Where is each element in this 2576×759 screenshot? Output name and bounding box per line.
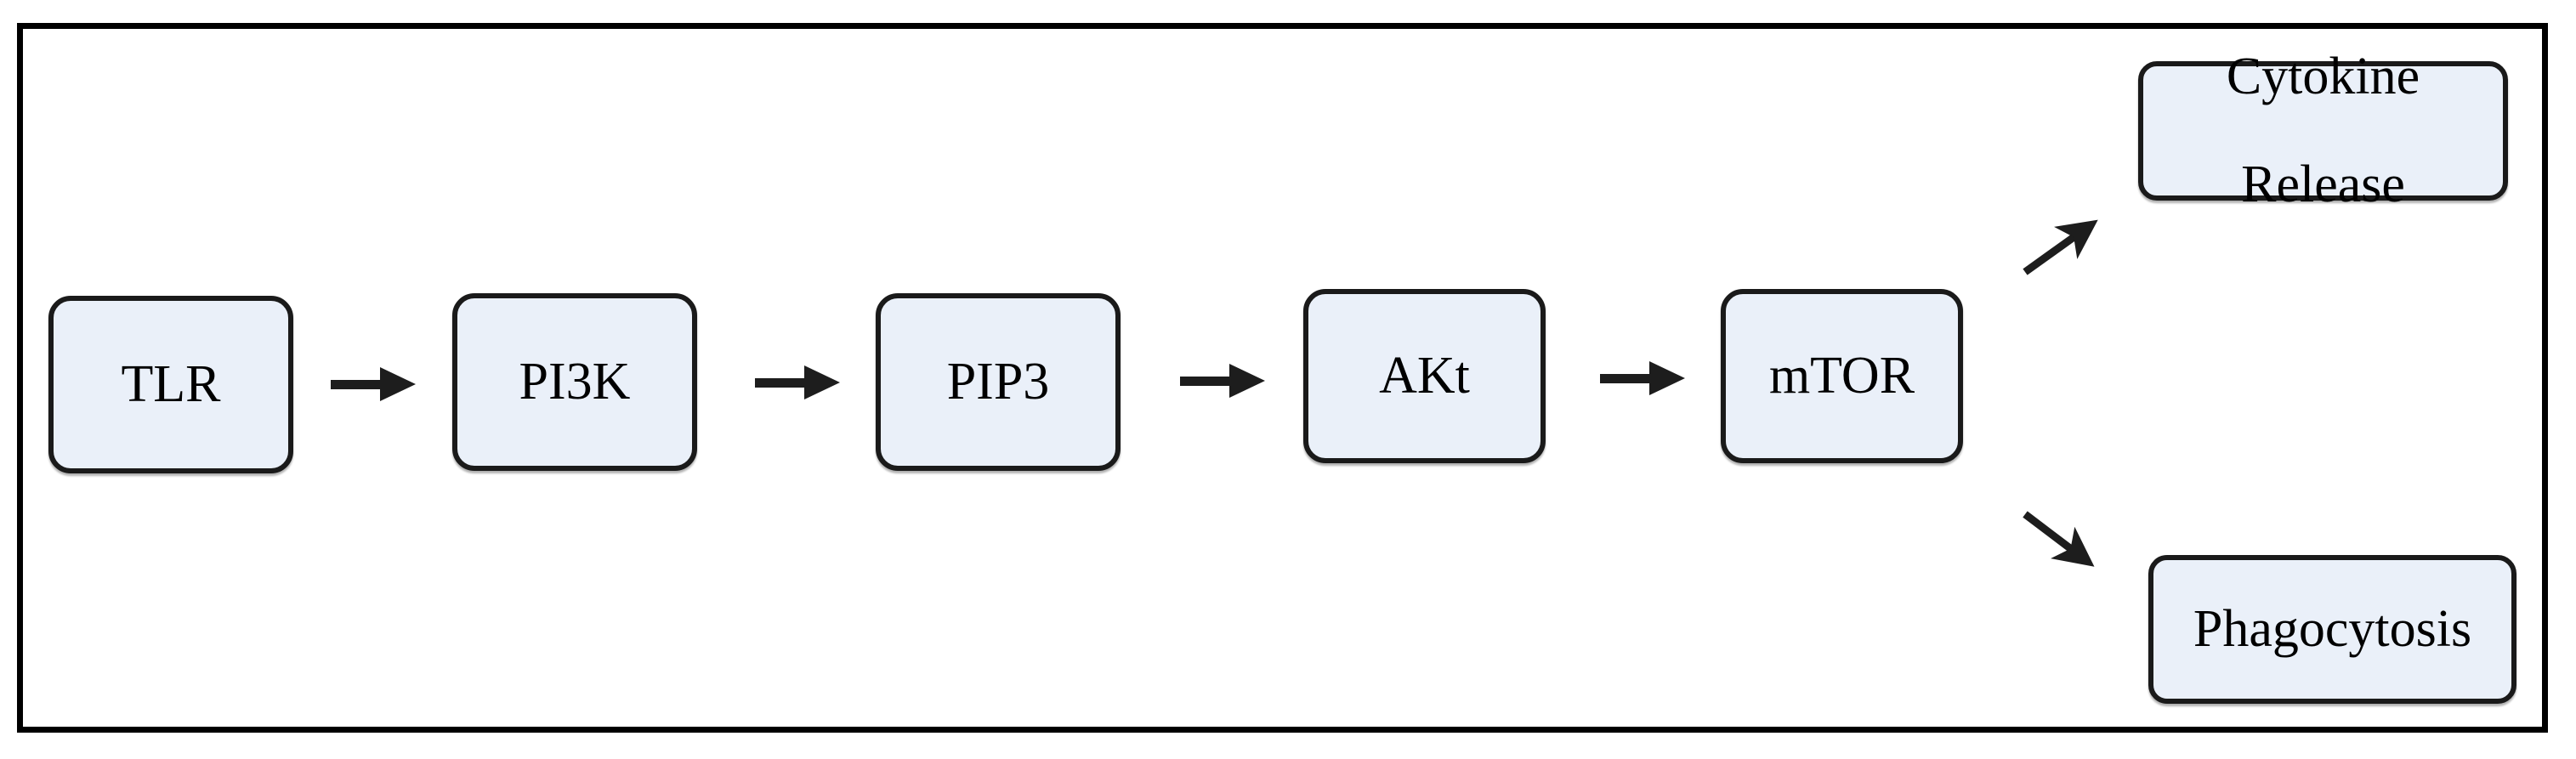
arrow-shaft — [755, 378, 808, 388]
node-tlr[interactable]: TLR — [48, 296, 293, 473]
arrow-pi3k-to-pip3 — [755, 365, 842, 399]
node-pip3[interactable]: PIP3 — [876, 293, 1121, 471]
node-mtor-label: mTOR — [1768, 346, 1915, 405]
arrow-akt-to-mtor — [1600, 361, 1687, 395]
node-cytokine-release-label-line2: Release — [2241, 155, 2405, 213]
arrow-mtor-to-phagocytosis — [2023, 511, 2095, 567]
arrow-shaft — [1180, 377, 1233, 386]
arrow-mtor-to-cytokine-release — [2023, 219, 2098, 275]
node-akt[interactable]: AKt — [1303, 289, 1546, 463]
arrow-tlr-to-pi3k — [331, 367, 417, 401]
node-cytokine-release-label-line1: Cytokine — [2226, 48, 2420, 106]
node-mtor[interactable]: mTOR — [1721, 289, 1963, 463]
arrow-head — [804, 365, 840, 399]
node-phagocytosis-label: Phagocytosis — [2193, 599, 2472, 658]
diagram-frame — [17, 23, 2548, 733]
node-pi3k-label: PI3K — [519, 352, 631, 411]
arrow-head — [1649, 361, 1685, 395]
node-pi3k[interactable]: PI3K — [452, 293, 697, 471]
node-cytokine-release[interactable]: Cytokine Release — [2138, 49, 2508, 211]
node-tlr-label: TLR — [121, 354, 221, 413]
node-cytokine-release-label: Cytokine Release — [2143, 48, 2503, 213]
arrow-head — [380, 367, 416, 401]
arrow-shaft — [331, 380, 383, 389]
node-phagocytosis[interactable]: Phagocytosis — [2148, 555, 2516, 704]
arrow-pip3-to-akt — [1180, 364, 1267, 398]
node-akt-label: AKt — [1379, 346, 1470, 405]
arrow-head — [1229, 364, 1265, 398]
diagram-title: TLR / PI3K / AKt / mTOR signalling pathw… — [0, 0, 1, 1]
arrow-shaft — [1600, 374, 1653, 383]
node-pip3-label: PIP3 — [946, 352, 1050, 411]
